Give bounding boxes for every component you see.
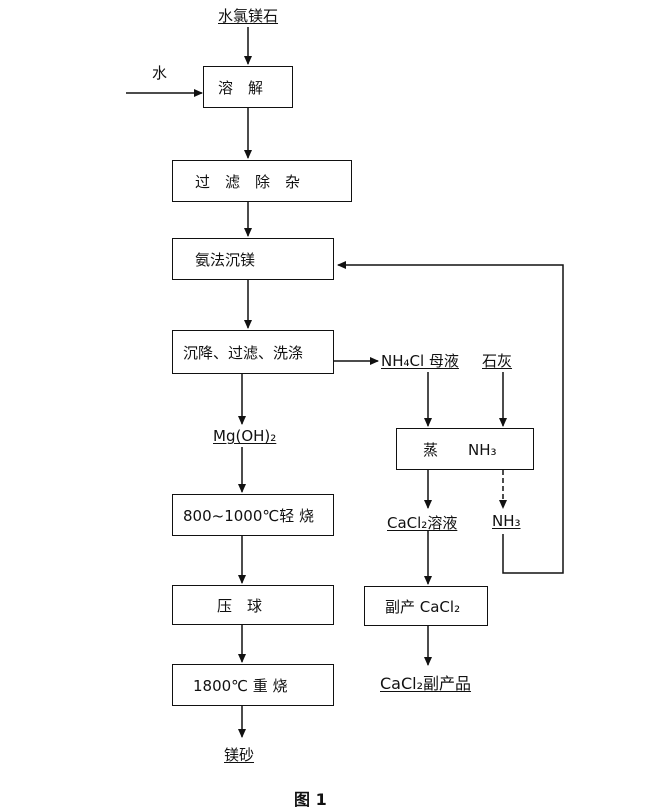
filter-impurity-box: 过 滤 除 杂	[172, 160, 352, 202]
nh3-recycle-label: NH₃	[492, 512, 521, 530]
settle-filter-wash-box: 沉降、过滤、洗涤	[172, 330, 334, 374]
reburn-box: 1800℃ 重 烧	[172, 664, 334, 706]
distill-label: 蒸 NH₃	[423, 440, 497, 459]
ammonia-precip-box: 氨法沉镁	[172, 238, 334, 280]
byproduct-box: 副产 CaCl₂	[364, 586, 488, 626]
ball-press-box: 压 球	[172, 585, 334, 625]
dissolve-box: 溶 解	[203, 66, 293, 108]
settle-filter-wash-label: 沉降、过滤、洗涤	[183, 343, 304, 362]
ammonia-precip-label: 氨法沉镁	[195, 250, 256, 269]
light-burn-box: 800~1000℃轻 烧	[172, 494, 334, 536]
mg-oh2-label: Mg(OH)₂	[213, 427, 277, 445]
start-material-label: 水氯镁石	[218, 7, 279, 25]
dissolve-label: 溶 解	[218, 78, 264, 97]
distill-box: 蒸 NH₃	[396, 428, 534, 470]
byproduct-label: CaCl₂副产品	[380, 674, 472, 693]
filter-impurity-label: 过 滤 除 杂	[195, 172, 301, 191]
lime-label: 石灰	[482, 352, 513, 370]
product-label: 镁砂	[224, 746, 255, 764]
cacl2-solution-label: CaCl₂溶液	[387, 514, 458, 532]
ball-press-label: 压 球	[217, 596, 263, 615]
figure-caption: 图 1	[294, 790, 327, 809]
water-label: 水	[152, 64, 168, 82]
reburn-label: 1800℃ 重 烧	[193, 676, 288, 695]
light-burn-label: 800~1000℃轻 烧	[183, 506, 314, 525]
nh3-recycle-loop	[337, 261, 564, 574]
mother-liquor-label: NH₄Cl 母液	[381, 352, 459, 370]
byproduct-box-label: 副产 CaCl₂	[385, 597, 461, 616]
